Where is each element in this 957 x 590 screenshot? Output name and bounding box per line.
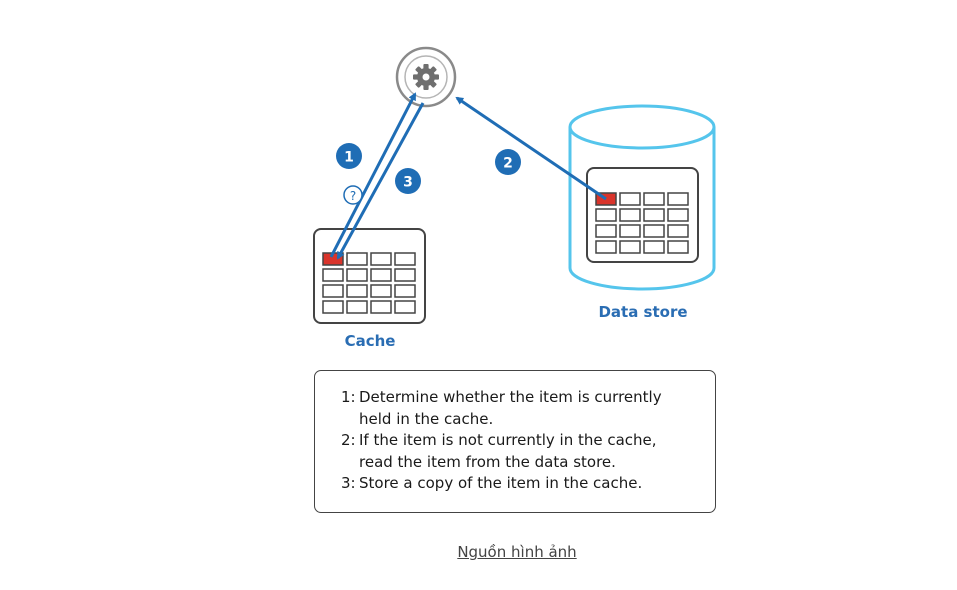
application-gear-icon [395, 46, 457, 108]
table-cell [619, 224, 641, 238]
table-cell [643, 224, 665, 238]
table-cell [643, 208, 665, 222]
table-cell [595, 240, 617, 254]
table-cell [346, 252, 368, 266]
arrow-step-2 [455, 96, 607, 201]
table-cell [667, 208, 689, 222]
data-store-label: Data store [598, 303, 688, 321]
arrow-step-1 [329, 92, 417, 258]
data-store-table [586, 167, 699, 263]
svg-text:1: 1 [344, 150, 354, 166]
cache-label: Cache [344, 332, 396, 350]
table-cell [346, 300, 368, 314]
table-cell [643, 240, 665, 254]
table-cell [322, 284, 344, 298]
step-badge-2: 2 [495, 149, 521, 175]
legend-number: 2: [341, 431, 356, 449]
table-cell [667, 240, 689, 254]
table-cell [643, 192, 665, 206]
legend-item-1: 1: Determine whether the item is current… [341, 387, 715, 430]
question-mark-icon: ? [343, 185, 363, 205]
table-cell [346, 284, 368, 298]
table-cell [346, 268, 368, 282]
table-cell [322, 300, 344, 314]
legend-text: Determine whether the item is currently … [359, 388, 662, 428]
legend-text: Store a copy of the item in the cache. [359, 474, 643, 492]
legend-text: If the item is not currently in the cach… [359, 431, 657, 471]
table-cell [370, 268, 392, 282]
data-store-cells [595, 192, 689, 254]
table-cell [595, 208, 617, 222]
cache-cells [322, 252, 416, 314]
legend-item-2: 2: If the item is not currently in the c… [341, 430, 715, 473]
svg-text:2: 2 [503, 156, 513, 172]
table-cell [619, 240, 641, 254]
image-source-link[interactable]: Nguồn hình ảnh [457, 543, 577, 561]
step-badge-3: 3 [395, 168, 421, 194]
table-cell [394, 268, 416, 282]
svg-text:?: ? [350, 189, 356, 203]
svg-text:3: 3 [403, 175, 413, 191]
table-cell [370, 300, 392, 314]
legend-box: 1: Determine whether the item is current… [314, 370, 716, 513]
table-cell [322, 268, 344, 282]
arrow-step-3 [336, 102, 425, 260]
legend-number: 1: [341, 388, 356, 406]
table-cell [619, 208, 641, 222]
legend-item-3: 3: Store a copy of the item in the cache… [341, 473, 715, 495]
legend-number: 3: [341, 474, 356, 492]
table-cell [595, 224, 617, 238]
table-cell [394, 300, 416, 314]
table-cell [619, 192, 641, 206]
table-cell [370, 284, 392, 298]
table-cell [394, 284, 416, 298]
data-store-cylinder [568, 104, 716, 291]
table-cell [370, 252, 392, 266]
table-cell [394, 252, 416, 266]
step-badge-1: 1 [336, 143, 362, 169]
table-cell [667, 224, 689, 238]
table-cell [667, 192, 689, 206]
